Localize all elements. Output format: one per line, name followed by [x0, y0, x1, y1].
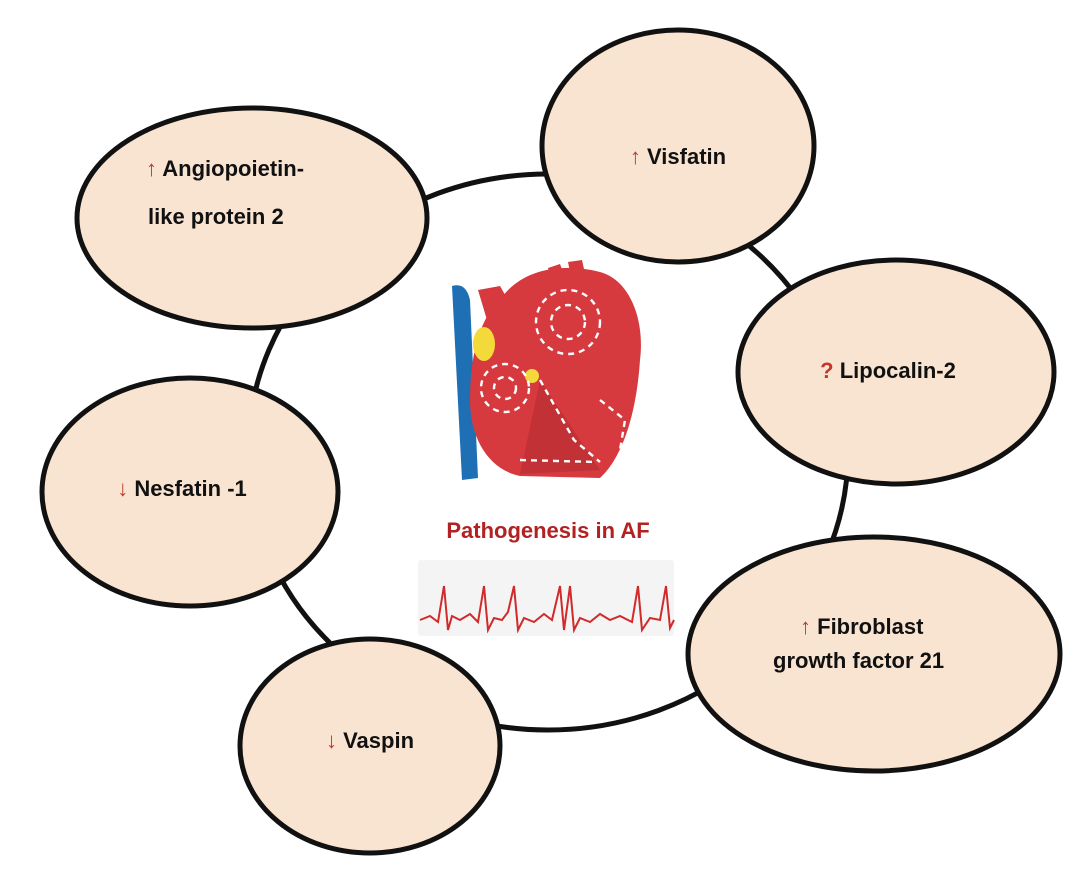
node-label-line: Angiopoietin- [162, 156, 304, 181]
svg-text:↑ Angiopoietin-: ↑ Angiopoietin- [146, 156, 304, 181]
question-mark-icon: ? [820, 358, 833, 383]
svg-text:↑ Fibroblast: ↑ Fibroblast [800, 614, 924, 639]
svg-text:↓ Nesfatin -1: ↓ Nesfatin -1 [117, 476, 247, 501]
up-arrow-icon: ↑ [146, 156, 157, 181]
node-label-line: Nesfatin -1 [134, 476, 246, 501]
node-nesfatin: ↓ Nesfatin -1 [39, 375, 341, 609]
node-label-line: growth factor 21 [773, 648, 944, 673]
svg-text:↓ Vaspin: ↓ Vaspin [326, 728, 414, 753]
up-arrow-icon: ↑ [630, 144, 641, 169]
node-label-line: like protein 2 [148, 204, 284, 229]
node-vaspin: ↓ Vaspin [237, 636, 503, 856]
down-arrow-icon: ↓ [117, 476, 128, 501]
center-title: Pathogenesis in AF [446, 518, 649, 543]
node-label-line: Vaspin [343, 728, 414, 753]
node-label-line: Visfatin [647, 144, 726, 169]
heart-reentry-icon [452, 260, 641, 480]
node-label-line: Fibroblast [817, 614, 924, 639]
node-fgf21: ↑ Fibroblast growth factor 21 [685, 534, 1063, 774]
svg-text:? Lipocalin-2: ? Lipocalin-2 [820, 358, 956, 383]
node-lipocalin: ? Lipocalin-2 [735, 257, 1057, 487]
node-label-line: Lipocalin-2 [840, 358, 956, 383]
node-visfatin: ↑ Visfatin [539, 27, 817, 265]
ecg-trace-icon [418, 560, 675, 636]
node-angiopoietin: ↑ Angiopoietin- like protein 2 [74, 105, 430, 331]
svg-text:↑ Visfatin: ↑ Visfatin [630, 144, 726, 169]
down-arrow-icon: ↓ [326, 728, 337, 753]
up-arrow-icon: ↑ [800, 614, 811, 639]
